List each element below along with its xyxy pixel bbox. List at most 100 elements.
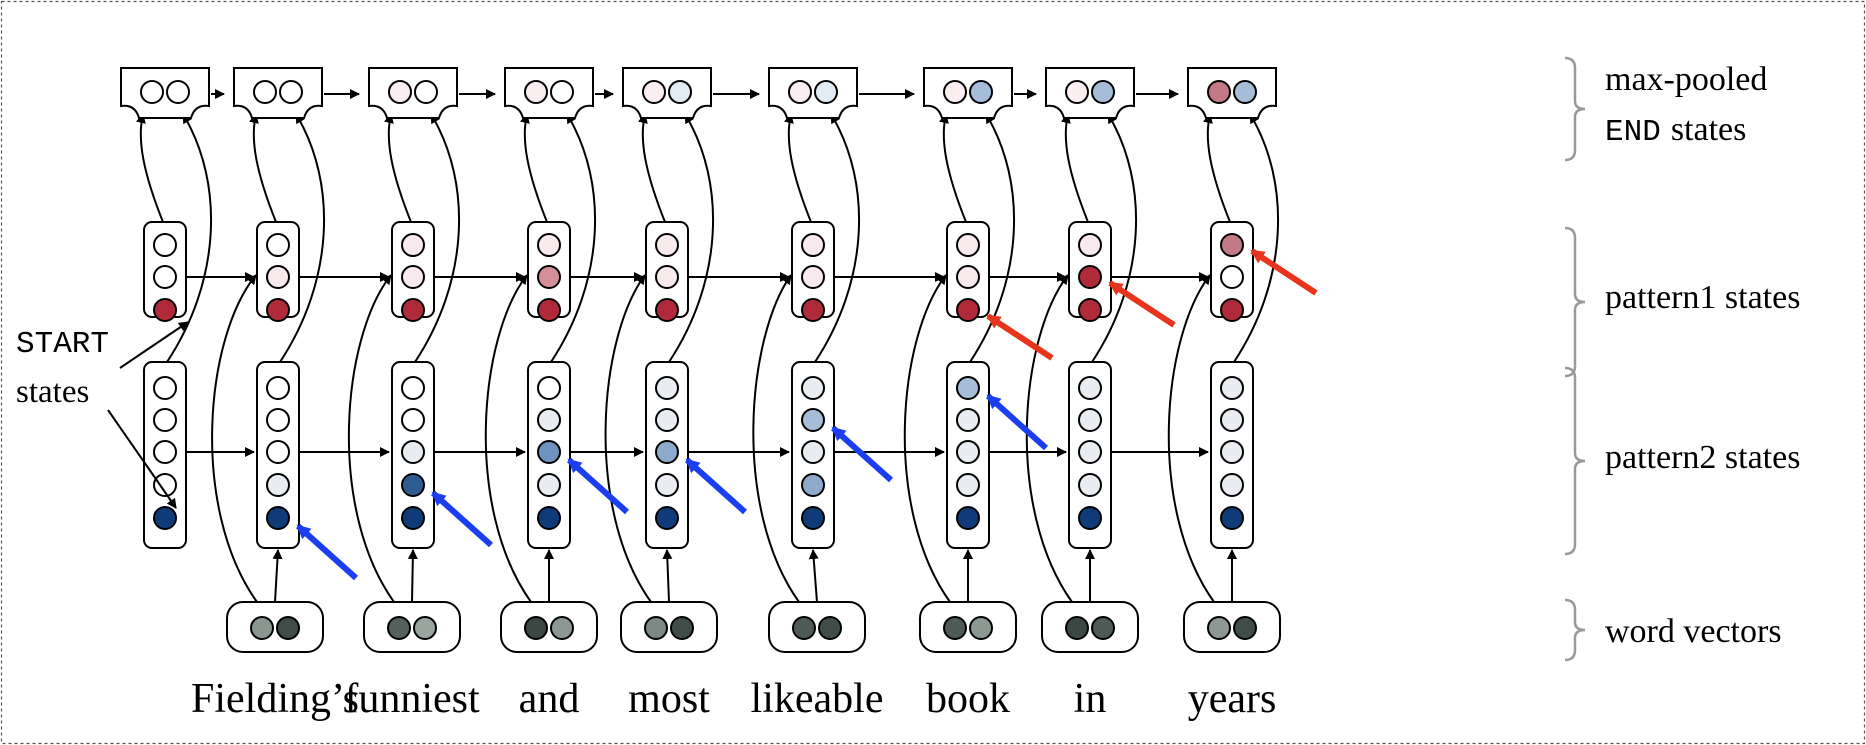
word-vector-dot	[550, 616, 574, 640]
pattern2-highlight-arrow	[430, 490, 494, 548]
word-vector-frame	[500, 601, 598, 653]
pattern2-state-dot	[655, 506, 679, 530]
word-vector-box	[620, 601, 718, 653]
sentence-word: most	[628, 676, 710, 722]
pattern1-state-dot	[1220, 265, 1244, 289]
end-state-dot	[414, 80, 438, 104]
word-vector-frame	[1041, 601, 1139, 653]
word-vector-dot	[250, 616, 274, 640]
start-arrow-p1	[119, 321, 189, 369]
end-state-dot	[140, 80, 164, 104]
pattern1-state-dot	[537, 265, 561, 289]
end-state-dot	[253, 80, 277, 104]
pattern1-state-dot	[401, 265, 425, 289]
pattern2-state-box	[645, 361, 689, 549]
pattern1-state-dot	[956, 298, 980, 322]
end-state-dot	[788, 80, 812, 104]
word-vector-box	[1041, 601, 1139, 653]
pattern1-highlight-arrow	[1250, 248, 1318, 296]
pattern1-state-dot	[153, 233, 177, 257]
pattern2-state-box	[391, 361, 435, 549]
accent-arrows-layer	[295, 248, 1318, 581]
end-box-frame	[622, 67, 712, 119]
pattern1-state-dot	[655, 233, 679, 257]
pattern2-state-dot	[153, 440, 177, 464]
pattern1-state-dot	[153, 298, 177, 322]
end-state-dot	[969, 80, 993, 104]
p2-to-end-edge	[279, 113, 325, 363]
word-to-p1-edge	[604, 274, 652, 603]
word-vector-frame	[363, 601, 461, 653]
word-vector-dot	[644, 616, 668, 640]
start-label: START	[16, 327, 109, 362]
pattern1-state-box	[143, 221, 187, 322]
word-vector-frame	[620, 601, 718, 653]
pattern2-state-dot	[537, 408, 561, 432]
end-state-dot	[668, 80, 692, 104]
pattern2-state-dot	[537, 376, 561, 400]
pattern1-state-dot	[401, 298, 425, 322]
pattern1-state-box	[946, 221, 990, 322]
end-state-dot	[524, 80, 548, 104]
word-vector-frame	[226, 601, 324, 653]
pattern2-state-box	[1210, 361, 1254, 549]
pattern2-state-dot	[655, 376, 679, 400]
p2-to-end-edge	[969, 113, 1015, 363]
p2-to-end-edge	[668, 113, 714, 363]
pattern2-state-box	[256, 361, 300, 549]
pattern2-state-dot	[801, 376, 825, 400]
pattern2-highlight-arrow	[985, 393, 1049, 451]
pattern1-state-dot	[537, 298, 561, 322]
end-box-frame	[1045, 67, 1135, 119]
nodes-layer	[120, 67, 1281, 653]
end-box-frame	[233, 67, 323, 119]
sentence-word: years	[1188, 676, 1277, 722]
edges-layer	[136, 89, 1279, 603]
word-vector-frame	[919, 601, 1017, 653]
pattern1-state-dot	[1078, 233, 1102, 257]
brace-word-vectors	[1564, 598, 1586, 662]
pattern2-state-dot	[1220, 506, 1244, 530]
pattern2-state-dot	[1220, 408, 1244, 432]
pattern1-state-dot	[655, 265, 679, 289]
pattern2-state-dot	[266, 506, 290, 530]
end-state-box	[1045, 67, 1135, 119]
end-state-box	[768, 67, 858, 119]
pattern1-highlight-arrow	[1108, 280, 1176, 328]
end-state-dot	[943, 80, 967, 104]
pattern2-state-dot	[801, 506, 825, 530]
pattern1-state-dot	[1220, 233, 1244, 257]
pattern2-state-dot	[1220, 473, 1244, 497]
p2-to-end-edge	[414, 113, 460, 363]
pattern1-state-dot	[401, 233, 425, 257]
p2-to-end-edge	[814, 113, 860, 363]
word-vector-dot	[1207, 616, 1231, 640]
pattern1-state-dot	[266, 298, 290, 322]
p1-to-end-edge	[939, 113, 967, 223]
pattern2-state-dot	[801, 473, 825, 497]
word-to-p2-edge	[808, 549, 819, 603]
pattern2-highlight-arrow	[684, 457, 748, 515]
p1-to-end-edge	[1061, 113, 1089, 223]
pattern1-state-box	[391, 221, 435, 322]
pattern1-state-dot	[1220, 298, 1244, 322]
word-to-p1-edge	[1167, 274, 1215, 603]
pattern2-state-dot	[401, 408, 425, 432]
p1-to-end-edge	[384, 113, 412, 223]
pattern1-state-dot	[153, 265, 177, 289]
pattern2-state-dot	[537, 473, 561, 497]
end-state-box	[622, 67, 712, 119]
word-vector-box	[500, 601, 598, 653]
pattern1-state-dot	[537, 233, 561, 257]
word-to-p1-edge	[752, 274, 800, 603]
sentence-word: book	[926, 676, 1010, 722]
word-vector-dot	[387, 616, 411, 640]
max-pooled-label: max-pooled	[1605, 61, 1767, 98]
end-state-box	[120, 67, 210, 119]
brace-pattern2	[1564, 366, 1586, 556]
word-vector-dot	[1065, 616, 1089, 640]
word-vector-dot	[943, 616, 967, 640]
